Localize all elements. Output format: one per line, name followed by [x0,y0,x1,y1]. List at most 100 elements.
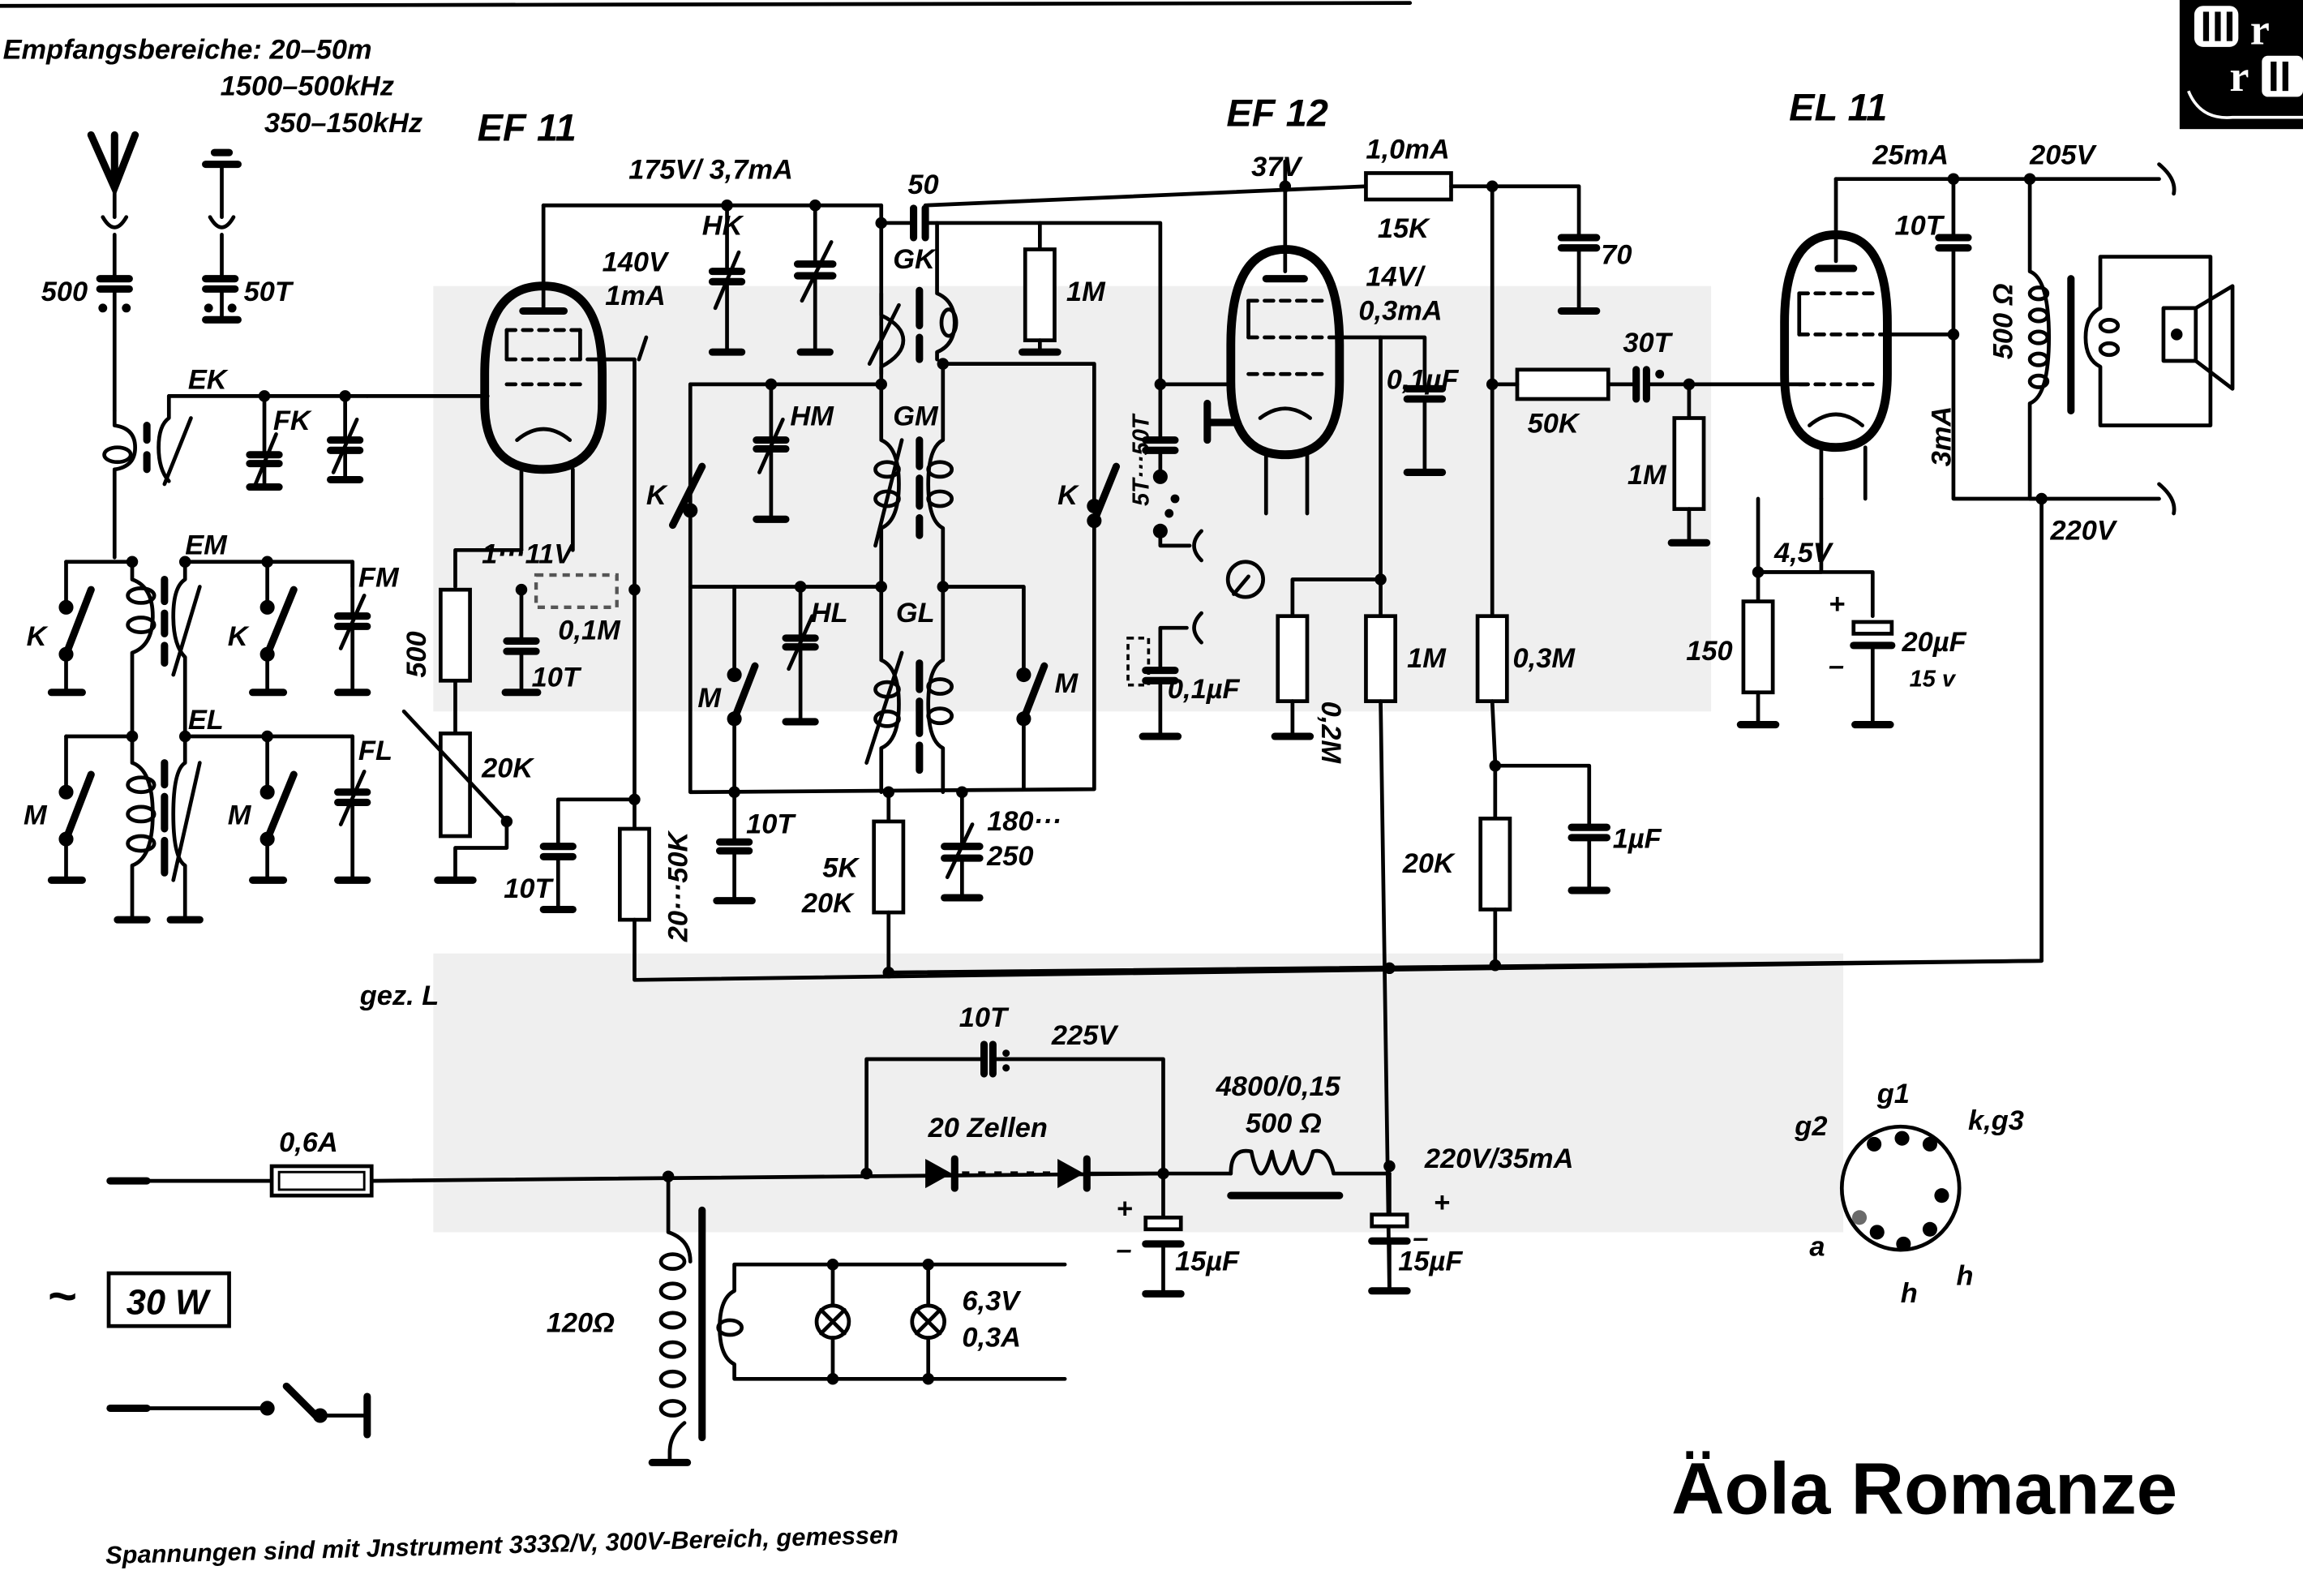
socket-label-kg3: k,g3 [1968,1105,2024,1136]
label-hl: HL [811,598,848,629]
label-tr-120: 120Ω [547,1307,615,1338]
label-r20k-b: 20K [1402,848,1456,879]
capacitor-30t [1632,366,1809,403]
tube-label-ef11: EF 11 [478,106,577,149]
label-r20k-osc: 20K [801,888,855,919]
filter-choke [1227,1148,1396,1199]
label-ef12-v: 37V [1251,152,1303,182]
watermark-text: BTB [440,1231,444,1233]
label-choke-2: 500 Ω [1246,1108,1322,1139]
label-hm: HM [790,401,834,432]
label-m3: M [697,683,722,714]
label-zellen: 20 Zellen [928,1113,1048,1143]
plus-sign-1: + [1829,589,1845,620]
capacitor-50t [202,275,242,324]
label-fm: FM [358,563,400,594]
label-b-plus: 220V/35mA [1424,1143,1574,1174]
node-220 [2035,492,2048,505]
wire-ef11-screen [585,357,637,589]
tube-label-ef12: EF 12 [1226,92,1328,135]
antenna-coil-l [64,730,355,924]
label-c10t-b: 10T [504,873,554,904]
label-ef12-screen-2: 0,3mA [1358,295,1442,326]
switch-k-osc-right [1087,462,1121,529]
measurement-note: Spannungen sind mit Jnstrument 333Ω/V, 3… [105,1521,899,1570]
label-c5t50t: 5T···50T [1128,413,1154,506]
oscillator-coil-l [688,504,1096,798]
label-c-earth: 50T [244,277,294,307]
label-r1m-c: 1M [1407,643,1447,674]
switch-k-left [47,560,95,697]
cathode-network [401,547,641,884]
label-gl: GL [896,598,935,629]
el11-cathode [1736,496,1896,729]
tube-el11 [1780,177,1892,501]
label-m1: M [24,800,48,831]
switch-m-osc-left [727,585,759,795]
svg-text:r: r [2229,52,2249,101]
label-c10t-e: 10T [959,1002,1010,1033]
label-c50: 50 [907,169,938,200]
trimmer-ek [326,390,364,484]
filter-cap-2 [1368,1171,1411,1295]
socket-label-h2: h [1957,1261,1974,1292]
label-heater-v: 6,3V [962,1285,1022,1316]
label-c20uf: 20µF [1902,627,1967,658]
antenna-coil-m [64,556,355,736]
plus-sign-3: + [1434,1187,1450,1218]
pilot-lamp-2 [910,1303,946,1340]
label-r20k-pot: 20K [481,753,534,784]
label-r20-50k: 20···50K [663,830,694,943]
minus-sign-2: – [1117,1234,1132,1265]
anode-circuit [708,184,1368,387]
label-c20uf-v: 15 v [1910,667,1957,693]
switch-m-mid [249,730,298,884]
label-power: 30 W [127,1284,212,1323]
label-r500: 500 [401,631,432,677]
tube-ef11 [480,203,607,552]
label-v45: 4,5V [1773,538,1834,568]
jack-bottom [2157,482,2176,516]
label-gez: gez. L [359,980,439,1011]
capacitor-500 [96,275,133,413]
label-el11-v: 205V [2029,140,2097,171]
label-c10t-c: 10T [746,809,796,839]
b-plus-rail [886,959,2044,975]
label-em: EM [185,530,228,561]
label-v225: 225V [1051,1020,1119,1051]
oscillator-coil-m [688,362,954,589]
pilot-lamp-1 [814,1303,851,1340]
detector-coupling [1126,378,1266,740]
plus-sign-2: + [1117,1193,1133,1224]
label-tr-500: 500 Ω [1988,283,2018,359]
volume-network [1271,573,1611,1294]
resistor-15k [1364,171,1453,202]
label-r1m-a: 1M [1066,277,1106,307]
label-ef11-anode: 175V/ 3,7mA [628,155,793,186]
screen-network [539,496,2044,982]
range-mw: 1500–500kHz [221,71,394,102]
label-fk: FK [273,405,312,436]
jack-top [2157,162,2176,196]
label-m2: M [228,800,252,831]
label-k1: K [27,621,49,652]
label-hk: HK [702,210,744,241]
label-c01uf-a: 0,1µF [1387,364,1460,395]
label-choke-1: 4800/0,15 [1216,1071,1341,1102]
label-r50k: 50K [1528,409,1580,440]
label-r03m: 0,3M [1513,643,1576,674]
resistor-1m-grid [1667,382,1711,547]
label-k2: K [228,621,250,652]
switch-m-osc-right [1016,662,1049,792]
publisher-logo: r r rfr [0,0,2303,130]
socket-label-a: a [1809,1231,1825,1262]
range-lw: 350–150kHz [264,108,422,139]
socket-label-h1: h [1901,1278,1918,1309]
label-fl: FL [358,736,392,766]
label-r5k: 5K [822,853,860,884]
label-gk: GK [893,244,937,275]
capacitor-01uf-a [1403,384,1447,476]
resistor-50k [1515,367,1610,401]
wire-15k [1449,184,1581,237]
